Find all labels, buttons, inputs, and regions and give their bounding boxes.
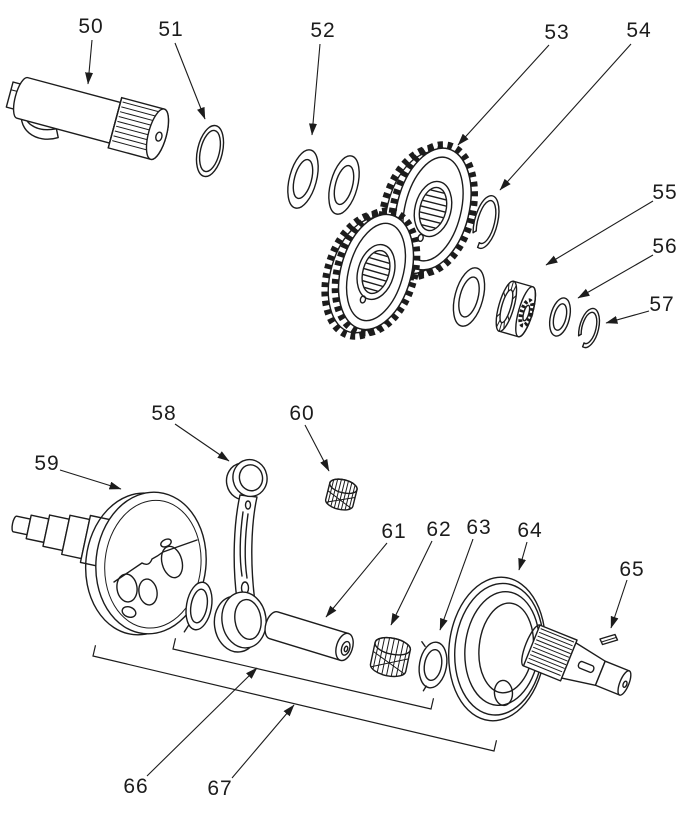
callout-55: 55 <box>545 181 677 266</box>
part-52-washer-b-drawing <box>328 155 360 215</box>
part-number-label-51: 51 <box>158 18 183 41</box>
callout-63: 63 <box>439 516 491 631</box>
part-55-washer-drawing <box>452 267 486 327</box>
part-number-label-59: 59 <box>34 452 59 475</box>
callout-65: 65 <box>610 558 644 629</box>
part-50-splined-shaft-drawing <box>5 76 170 161</box>
part-number-label-52: 52 <box>310 19 335 42</box>
callout-62: 62 <box>390 518 451 626</box>
callout-58: 58 <box>151 402 230 462</box>
part-51-ring-drawing <box>195 124 225 178</box>
callout-64: 64 <box>517 519 542 571</box>
leader-arrow-51 <box>174 42 206 120</box>
part-52-washer-a-drawing <box>287 149 319 209</box>
leader-arrow-52 <box>309 43 321 136</box>
leader-arrow-58 <box>174 423 230 462</box>
callout-67: 67 <box>207 704 295 800</box>
leader-arrow-53 <box>457 44 550 146</box>
part-number-label-61: 61 <box>381 520 406 543</box>
callout-54: 54 <box>499 19 651 191</box>
callout-56: 56 <box>577 235 677 299</box>
group-bracket-67 <box>92 645 498 752</box>
leader-arrow-66 <box>146 667 258 777</box>
part-number-label-63: 63 <box>466 516 491 539</box>
callout-51: 51 <box>158 18 206 120</box>
part-60-needle-bearing-drawing <box>324 477 358 513</box>
leader-arrow-61 <box>325 542 388 618</box>
callout-52: 52 <box>309 19 335 136</box>
part-56-washer-drawing <box>548 297 572 337</box>
leader-arrow-59 <box>59 469 122 490</box>
part-number-label-55: 55 <box>652 181 677 204</box>
leader-arrow-57 <box>605 310 650 324</box>
part-65-key-drawing <box>599 633 619 646</box>
callout-66: 66 <box>123 667 258 798</box>
leader-arrow-65 <box>610 579 628 629</box>
leader-arrow-56 <box>577 254 654 299</box>
part-63-washer-drawing <box>418 641 448 692</box>
part-number-label-58: 58 <box>151 402 176 425</box>
part-number-label-57: 57 <box>649 293 674 316</box>
part-62-needle-bearing-drawing <box>369 635 412 680</box>
leader-arrow-62 <box>390 540 433 626</box>
leader-arrow-54 <box>499 43 632 191</box>
part-number-label-60: 60 <box>289 402 314 425</box>
callout-59: 59 <box>34 452 122 490</box>
part-number-label-56: 56 <box>652 235 677 258</box>
part-number-label-65: 65 <box>619 558 644 581</box>
group-bracket-66 <box>172 638 435 710</box>
callout-50: 50 <box>78 15 103 85</box>
leader-arrow-67 <box>231 704 295 779</box>
leader-arrow-55 <box>545 200 654 266</box>
part-55-bearing-drawing <box>495 280 537 338</box>
leader-arrow-63 <box>439 538 474 631</box>
part-59-lock-washer-drawing <box>183 581 213 633</box>
part-number-label-62: 62 <box>426 518 451 541</box>
callout-57: 57 <box>605 293 674 324</box>
part-number-label-54: 54 <box>626 19 651 42</box>
part-61-crank-pin-drawing <box>264 611 354 662</box>
part-number-label-53: 53 <box>544 21 569 44</box>
part-number-label-64: 64 <box>517 519 542 542</box>
part-64-output-shaft-drawing <box>521 624 632 696</box>
part-57-snap-ring-drawing <box>577 307 601 349</box>
callout-60: 60 <box>289 402 330 472</box>
part-number-label-67: 67 <box>207 777 232 800</box>
part-58-connecting-rod-drawing <box>213 458 268 653</box>
callout-61: 61 <box>325 520 406 618</box>
callout-53: 53 <box>457 21 569 146</box>
part-54-snap-ring-drawing <box>472 195 500 250</box>
leader-arrow-60 <box>304 424 330 472</box>
part-number-label-66: 66 <box>123 775 148 798</box>
part-number-label-50: 50 <box>78 15 103 38</box>
leader-arrow-64 <box>518 541 528 571</box>
part-59-crank-web-drawing <box>84 491 207 636</box>
leader-arrow-50 <box>85 39 94 85</box>
